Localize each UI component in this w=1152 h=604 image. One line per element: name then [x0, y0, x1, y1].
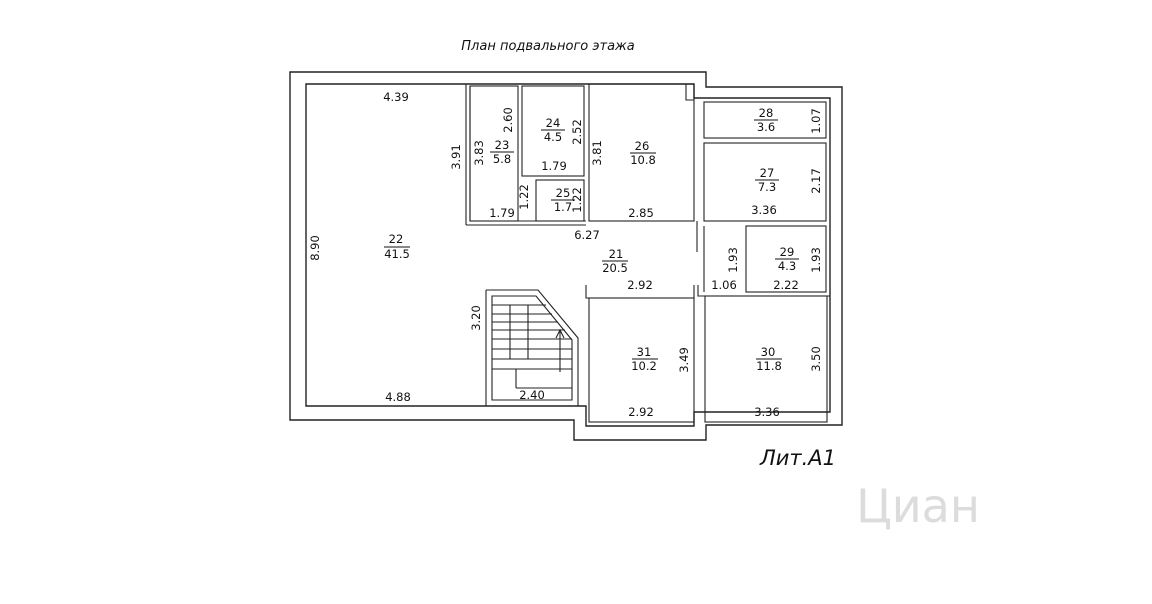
room-25-outline	[535, 179, 585, 222]
dimension-label: 1.22	[570, 187, 584, 213]
dimension-label: 2.22	[773, 278, 799, 292]
room-22-label: 22 41.5	[384, 232, 410, 261]
room-number: 22	[389, 232, 404, 246]
lit-label: Лит.А1	[759, 446, 836, 470]
room-number: 31	[637, 345, 652, 359]
dimension-label: 4.88	[385, 390, 411, 404]
plan-title: План подвального этажа	[461, 39, 634, 54]
watermark: Циан	[856, 479, 980, 533]
door-mark	[685, 84, 694, 101]
dimension-label: 3.49	[677, 347, 691, 373]
outer-wall	[289, 71, 843, 441]
dimension-label: 2.52	[570, 119, 584, 145]
room-25-label: 25 1.7	[551, 186, 575, 214]
dimension-label: 3.36	[751, 203, 777, 217]
dimension-label: 1.93	[726, 247, 740, 273]
room-area: 7.3	[758, 180, 776, 194]
room-number: 30	[761, 345, 776, 359]
dimension-label: 1.22	[517, 184, 531, 210]
room-21-label: 21 20.5	[602, 247, 628, 275]
room-28-outline	[703, 101, 827, 139]
dimension-label: 2.92	[627, 278, 653, 292]
dimension-label: 1.79	[489, 206, 515, 220]
room-number: 21	[609, 247, 624, 261]
dimension-label: 6.27	[574, 228, 600, 242]
dimension-label: 3.81	[590, 140, 604, 166]
dimension-label: 3.83	[472, 140, 486, 166]
dimension-label: 2.60	[501, 107, 515, 133]
dimension-label: 4.39	[383, 90, 409, 104]
dimension-label: 2.17	[809, 168, 823, 194]
room-area: 1.7	[554, 200, 572, 214]
dimension-label: 3.20	[469, 305, 483, 331]
room-29-outline	[745, 225, 827, 293]
dimension-label: 8.90	[308, 235, 322, 261]
room-number: 23	[495, 138, 510, 152]
room-area: 20.5	[602, 261, 628, 275]
room-area: 4.3	[778, 259, 796, 273]
room-number: 27	[760, 166, 775, 180]
dimension-label: 3.91	[449, 144, 463, 170]
room-number: 24	[546, 116, 561, 130]
room-27-label: 27 7.3	[755, 166, 779, 194]
room-23-outline	[469, 85, 519, 222]
room-23-label: 23 5.8	[490, 138, 514, 166]
dimension-label: 1.93	[809, 247, 823, 273]
dimension-label: 3.50	[809, 346, 823, 372]
room-area: 41.5	[384, 247, 410, 261]
dimension-label: 1.06	[711, 278, 737, 292]
room-area: 3.6	[757, 120, 775, 134]
room-24-outline	[521, 85, 585, 177]
partition-wall	[697, 285, 830, 297]
dimension-label: 3.36	[754, 405, 780, 419]
dimension-label: 1.07	[809, 108, 823, 134]
staircase	[485, 289, 579, 406]
room-27-outline	[703, 142, 827, 222]
room-number: 25	[556, 186, 571, 200]
room-number: 29	[780, 245, 795, 259]
room-24-label: 24 4.5	[541, 116, 565, 144]
room-30-label: 30 11.8	[756, 345, 782, 373]
room-31-label: 31 10.2	[631, 345, 658, 373]
dimension-label: 2.85	[628, 206, 654, 220]
room-26-outline	[588, 83, 695, 222]
partition-wall	[585, 285, 695, 299]
room-number: 26	[635, 139, 650, 153]
room-area: 4.5	[544, 130, 562, 144]
dimension-label: 1.79	[541, 159, 567, 173]
dimension-label: 2.40	[519, 388, 545, 402]
room-area: 10.2	[631, 359, 657, 373]
room-number: 28	[759, 106, 774, 120]
room-area: 10.8	[630, 153, 656, 167]
room-26-label: 26 10.8	[630, 139, 656, 167]
room-29-label: 29 4.3	[775, 245, 799, 273]
room-area: 11.8	[756, 359, 782, 373]
dimension-label: 2.92	[628, 405, 654, 419]
room-28-label: 28 3.6	[754, 106, 778, 134]
room-area: 5.8	[493, 152, 511, 166]
